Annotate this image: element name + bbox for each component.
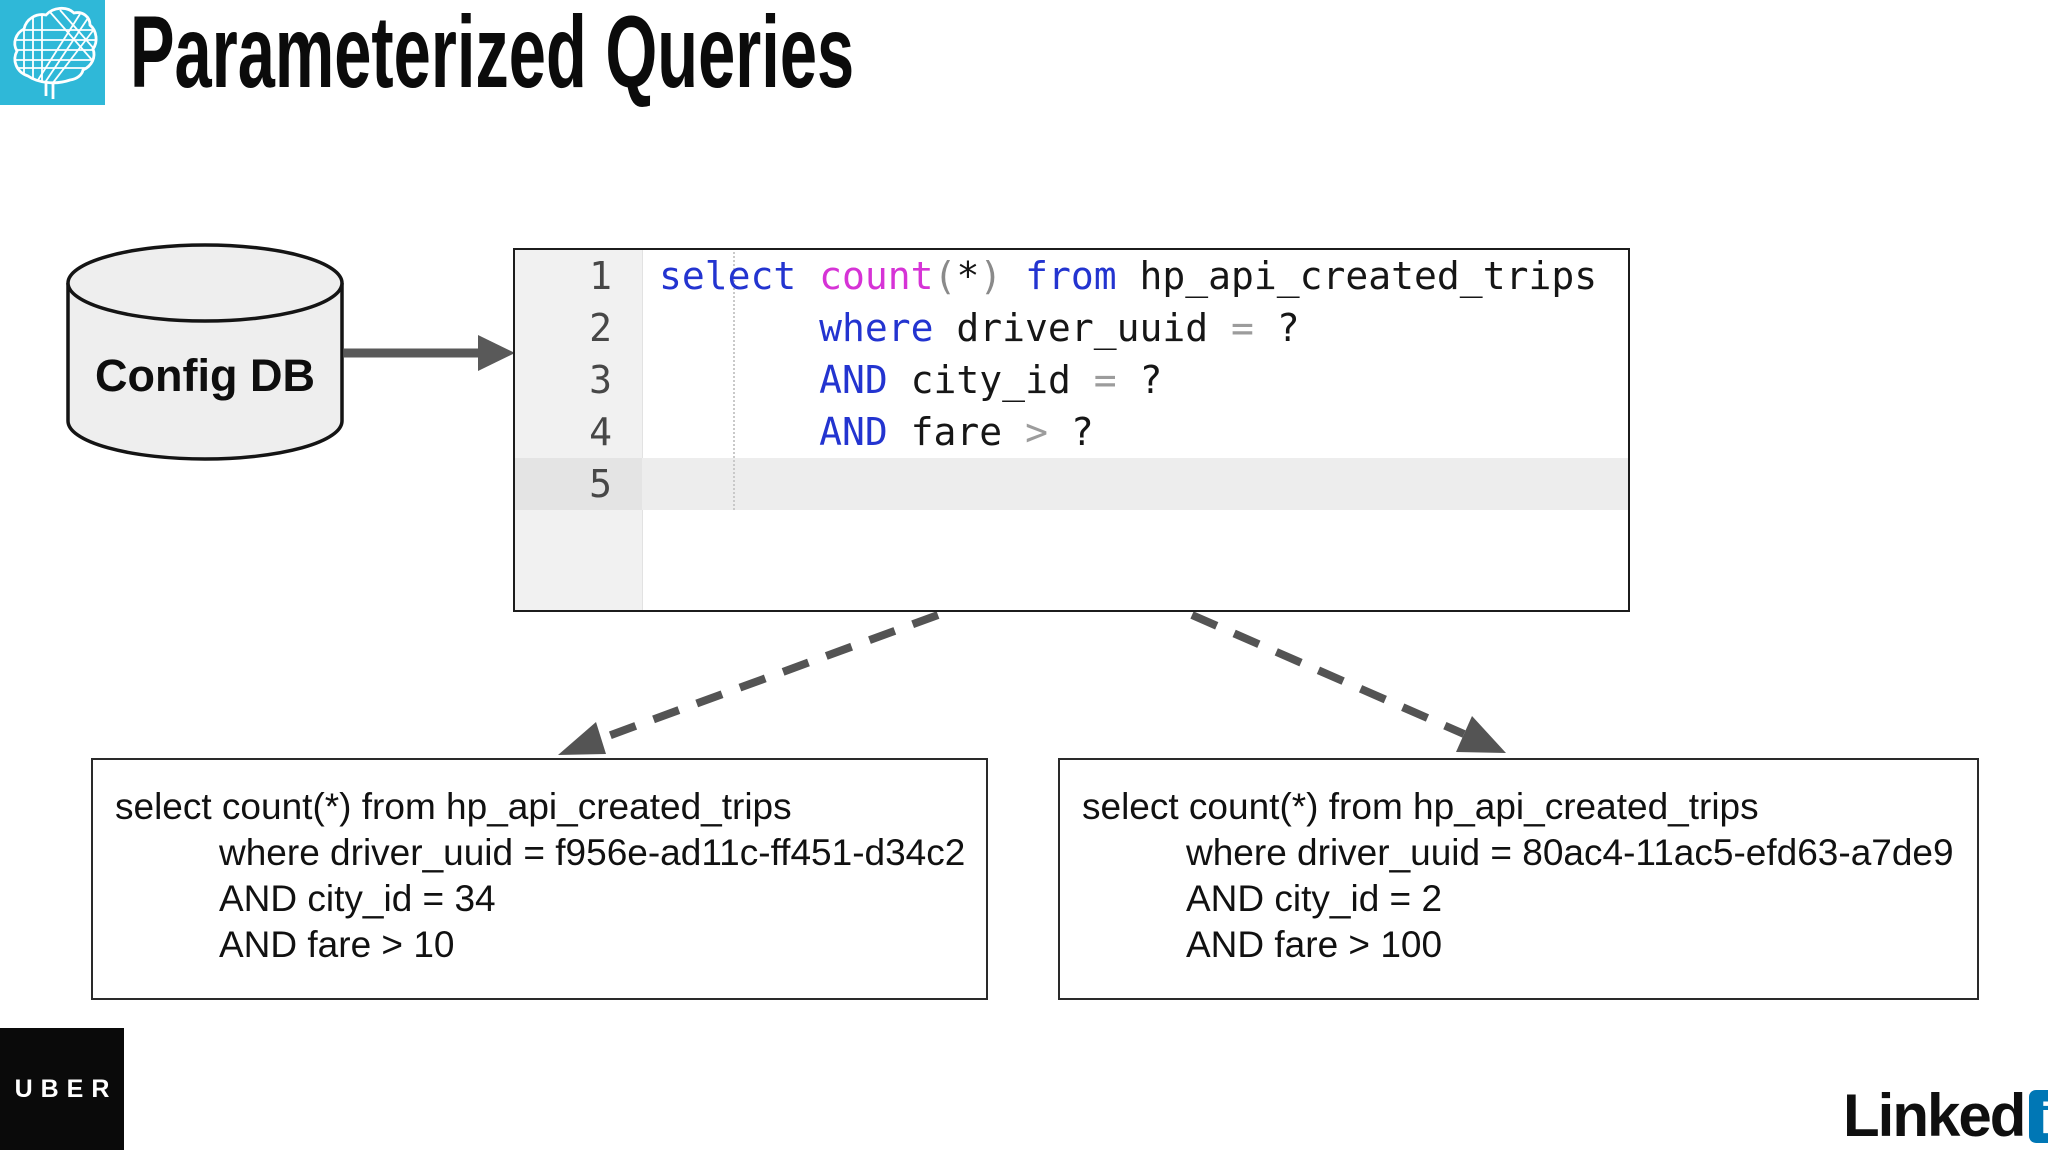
code-line [642, 458, 659, 510]
code-row: 3 AND city_id = ? [515, 354, 1628, 406]
linkedin-wordmark: Linked [1843, 1082, 2026, 1149]
code-line: where driver_uuid = ? [819, 306, 1300, 350]
current-line-highlight [515, 458, 1628, 510]
current-line-gutter-highlight [515, 458, 642, 510]
line-number: 4 [589, 410, 612, 454]
line-number: 2 [589, 306, 612, 350]
code-row: 1 select count(*) from hp_api_created_tr… [515, 250, 1628, 302]
page-title: Parameterized Queries [130, 0, 855, 109]
editor-gutter [515, 250, 643, 610]
query-example-left: select count(*) from hp_api_created_trip… [91, 758, 988, 1000]
database-cylinder [66, 243, 344, 461]
query-line: where driver_uuid = f956e-ad11c-ff451-d3… [219, 832, 966, 873]
code-row: 5 [515, 458, 1628, 510]
code-line: select count(*) from hp_api_created_trip… [659, 254, 1598, 298]
code-line: AND city_id = ? [819, 358, 1163, 402]
query-line: where driver_uuid = 80ac4-11ac5-efd63-a7… [1186, 832, 1954, 873]
query-line: AND city_id = 34 [219, 878, 496, 919]
line-number: 5 [589, 462, 612, 506]
linkedin-badge-text: in [2040, 1093, 2048, 1143]
linkedin-in-badge: in [2029, 1089, 2048, 1143]
code-row: 2 where driver_uuid = ? [515, 302, 1628, 354]
query-example-right: select count(*) from hp_api_created_trip… [1058, 758, 1979, 1000]
query-line: select count(*) from hp_api_created_trip… [1082, 786, 1759, 827]
query-line: AND fare > 10 [219, 924, 455, 965]
linkedin-logo: Linked in ® [1843, 1086, 2048, 1146]
line-number: 1 [589, 254, 612, 298]
config-db-label: Config DB [95, 350, 315, 401]
query-line: AND fare > 100 [1186, 924, 1443, 965]
code-row: 4 AND fare > ? [515, 406, 1628, 458]
line-number: 3 [589, 358, 612, 402]
code-line: AND fare > ? [819, 410, 1094, 454]
brain-grid-icon [0, 0, 105, 105]
sql-code-editor: 1 select count(*) from hp_api_created_tr… [513, 248, 1630, 612]
query-line: select count(*) from hp_api_created_trip… [115, 786, 792, 827]
query-line: AND city_id = 2 [1186, 878, 1443, 919]
uber-logo-text: UBER [14, 1074, 118, 1103]
uber-logo: UBER [0, 1028, 124, 1150]
indent-guide [733, 252, 735, 510]
